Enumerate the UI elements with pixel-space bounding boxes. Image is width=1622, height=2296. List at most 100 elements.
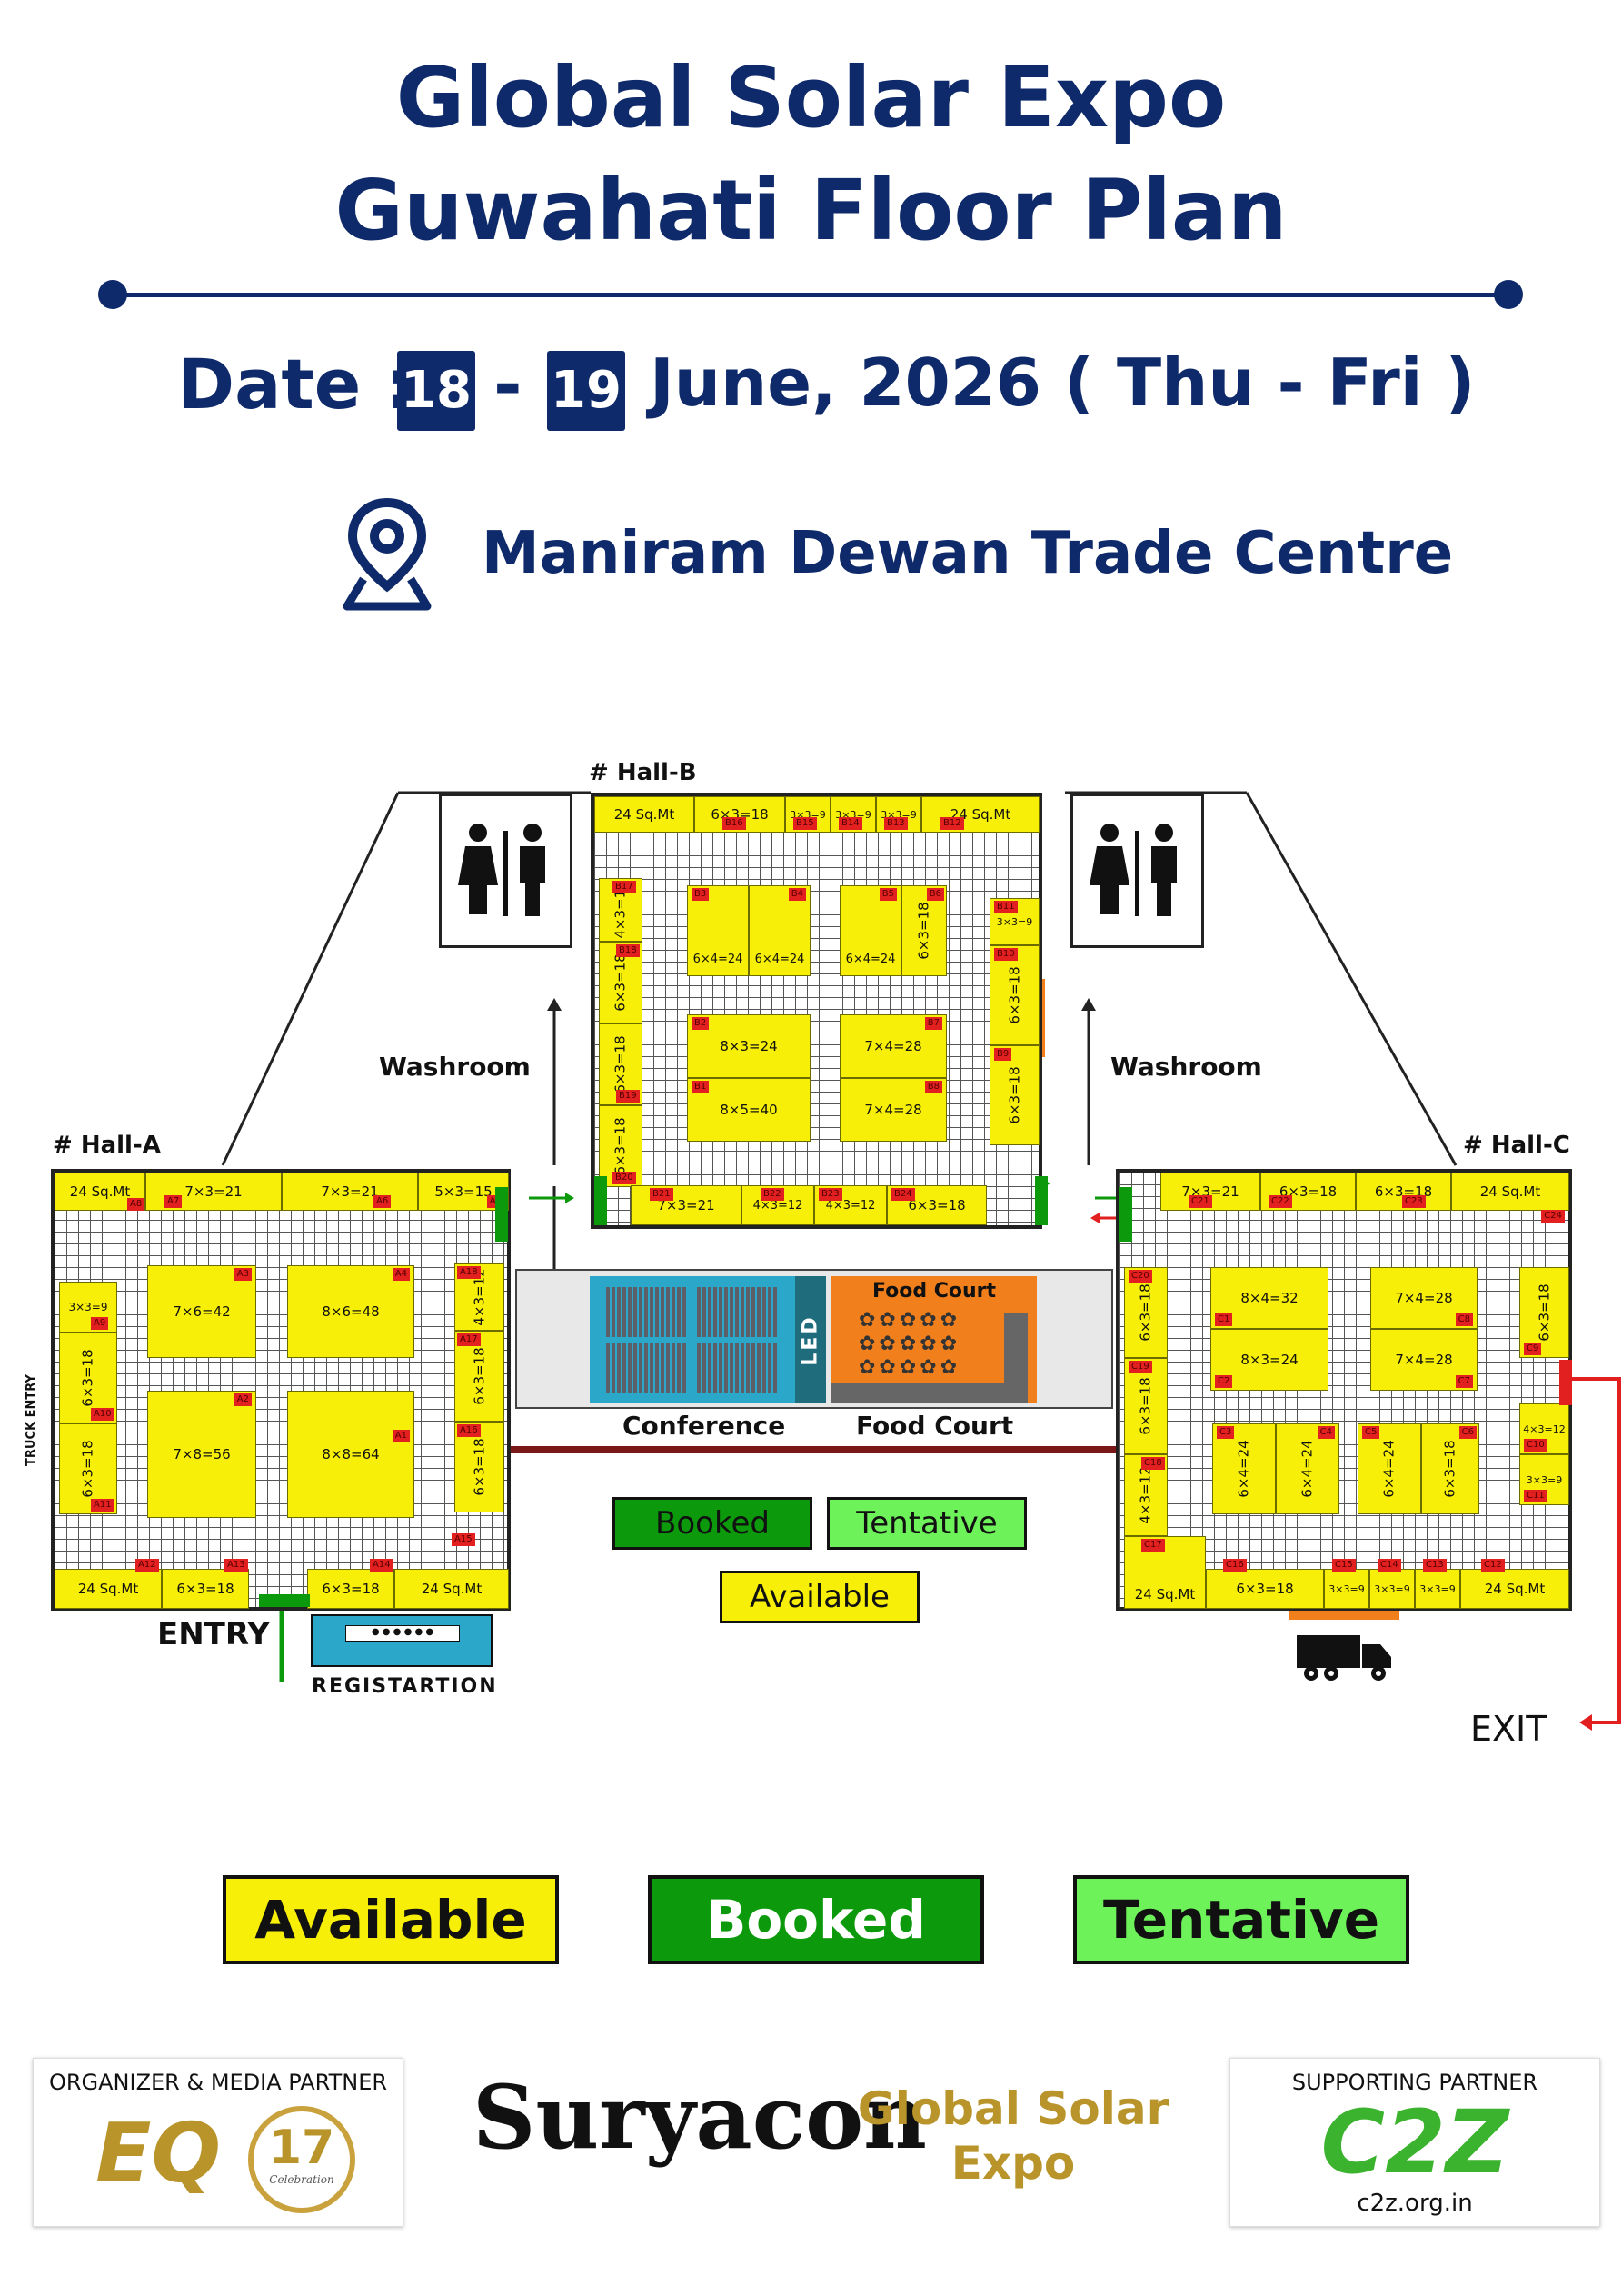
supporting-card: SUPPORTING PARTNER C2Z c2z.org.in	[1229, 2058, 1600, 2227]
page-title-line1: Global Solar Expo	[395, 49, 1227, 146]
exit-label: EXIT	[1470, 1709, 1547, 1749]
legend-tentative-small: Tentative	[827, 1497, 1027, 1550]
washroom-right-label: Washroom	[1110, 1052, 1262, 1082]
seating-block	[606, 1287, 686, 1337]
legend-booked-small: Booked	[612, 1497, 812, 1550]
legend-tentative: Tentative	[1073, 1875, 1409, 1964]
booth[interactable]: 24 Sq.Mt	[55, 1173, 145, 1211]
restroom-icon	[1090, 824, 1177, 916]
booth[interactable]: 5×3=15A5	[418, 1173, 509, 1211]
date-separator: -	[493, 344, 522, 424]
seating-block	[697, 1343, 777, 1393]
washroom-left-box	[439, 794, 572, 948]
hall-a-door	[495, 1187, 508, 1242]
booth[interactable]: 24 Sq.Mt	[594, 796, 694, 833]
hall-c-exit-door	[1559, 1360, 1572, 1405]
restroom-icon	[458, 824, 545, 916]
divider-dot-right	[1494, 280, 1523, 309]
hall-a-entry-door	[259, 1594, 310, 1607]
led-screen: LED	[795, 1276, 826, 1403]
conference-room[interactable]	[590, 1276, 795, 1403]
legend-available-small: Available	[720, 1571, 920, 1623]
organizer-card: ORGANIZER & MEDIA PARTNER EQ 17 Celebrat…	[33, 2058, 403, 2227]
truck-icon	[1295, 1632, 1395, 1682]
conference-label: Conference	[622, 1411, 786, 1441]
seating-block	[697, 1287, 777, 1337]
registration-label: REGISTARTION	[312, 1675, 498, 1698]
date-rest: June, 2026 ( Thu - Fri )	[650, 344, 1476, 421]
hall-b-door-left	[594, 1176, 607, 1225]
registration-counter-icon: ● ● ● ● ● ●	[345, 1625, 460, 1642]
seating-block	[606, 1343, 686, 1393]
food-court[interactable]: Food Court ✿✿✿✿✿✿✿✿✿✿✿✿✿✿✿	[831, 1276, 1037, 1403]
date-label: Date :	[177, 344, 413, 424]
